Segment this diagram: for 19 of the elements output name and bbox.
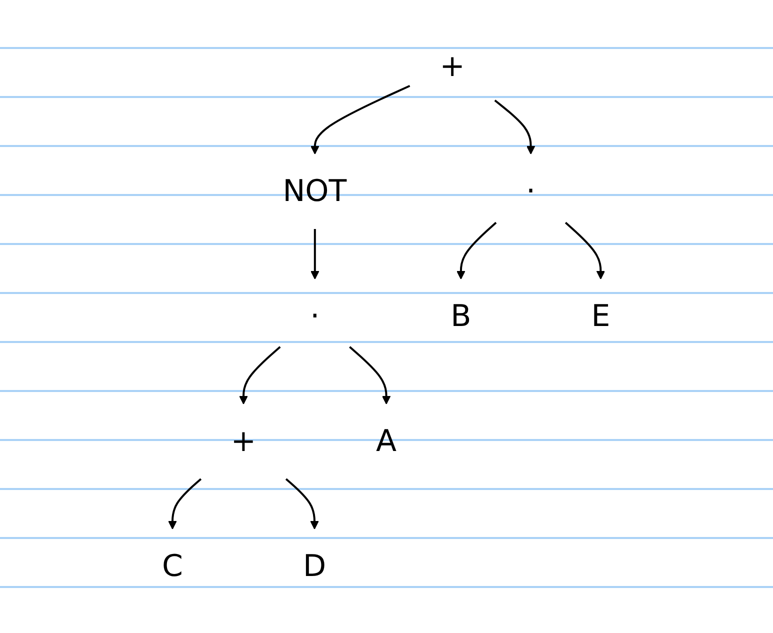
node-text: · xyxy=(526,174,536,209)
arrow xyxy=(240,346,282,404)
arrow xyxy=(565,222,606,280)
arrow xyxy=(310,84,411,154)
node-text: NOT xyxy=(283,174,348,209)
arrow xyxy=(349,346,392,404)
arrow xyxy=(456,222,498,280)
arrow xyxy=(168,478,202,530)
arrow xyxy=(286,478,320,530)
node-text: + xyxy=(231,424,256,459)
node-text: A xyxy=(376,424,397,459)
node-text: · xyxy=(310,298,320,334)
node-text: C xyxy=(162,548,184,584)
node-text: + xyxy=(440,49,466,84)
node-text: B xyxy=(451,298,472,334)
arrow xyxy=(494,100,536,154)
node-text: E xyxy=(592,298,611,334)
arrow xyxy=(310,229,320,280)
node-text: D xyxy=(303,548,326,584)
